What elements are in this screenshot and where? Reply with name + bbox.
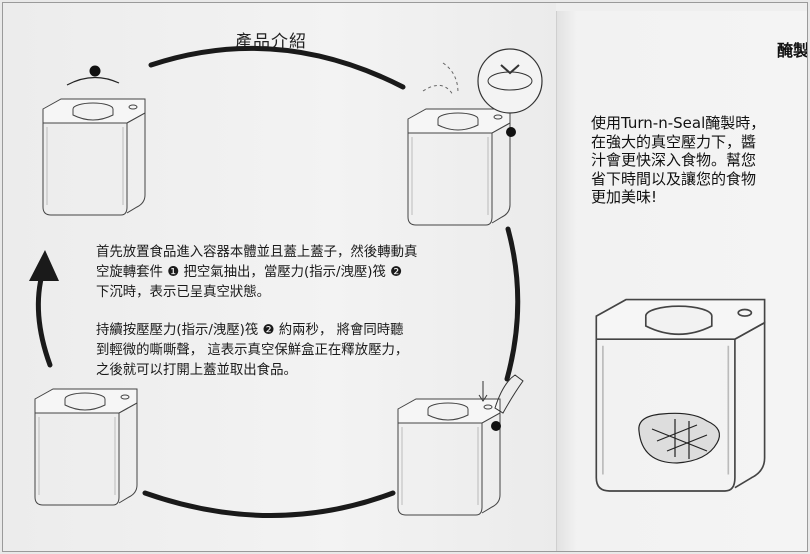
right-page: 醃製 使用Turn-n-Seal醃製時， 在強大的真空壓力下，醬 汁會更快深入食… [556, 11, 808, 551]
cycle-arc-bottom [142, 490, 396, 518]
valve-magnifier [477, 48, 543, 114]
section-title: 醃製 [777, 41, 808, 60]
marinate-illustration [595, 298, 766, 492]
container-top-right [407, 108, 511, 226]
rotate-arrow-icon [66, 76, 120, 86]
container-top-left [42, 98, 146, 216]
container-bottom-right [397, 398, 501, 516]
steak-icon [638, 412, 720, 464]
container-with-steak [595, 298, 766, 492]
finger-press-icon [478, 374, 524, 414]
cycle-arc-right [504, 226, 521, 382]
instruction-paragraph-1: 首先放置食品進入容器本體並且蓋上蓋子，然後轉動真 空旋轉套件 ❶ 把空氣抽出，當… [96, 245, 418, 300]
step2-marker [491, 421, 501, 431]
step1-marker [89, 65, 101, 77]
illustration-cycle [29, 45, 543, 518]
container-bottom-left [34, 388, 138, 506]
instruction-paragraph-2: 持續按壓壓力(指示/洩壓)筏 ❷ 約兩秒， 將會同時聽 到輕微的嘶嘶聲， 這表示… [96, 323, 409, 378]
arrow-up-icon [29, 250, 59, 281]
left-page: 產品介紹 首先放置食品進入容器本體並且蓋上蓋子， [3, 3, 556, 551]
cycle-arc-left [35, 268, 53, 368]
step2-marker [506, 127, 516, 137]
cycle-arc-top [148, 45, 406, 90]
marinate-description: 使用Turn-n-Seal醃製時， 在強大的真空壓力下，醬 汁會更快深入食物。幫… [591, 114, 766, 206]
